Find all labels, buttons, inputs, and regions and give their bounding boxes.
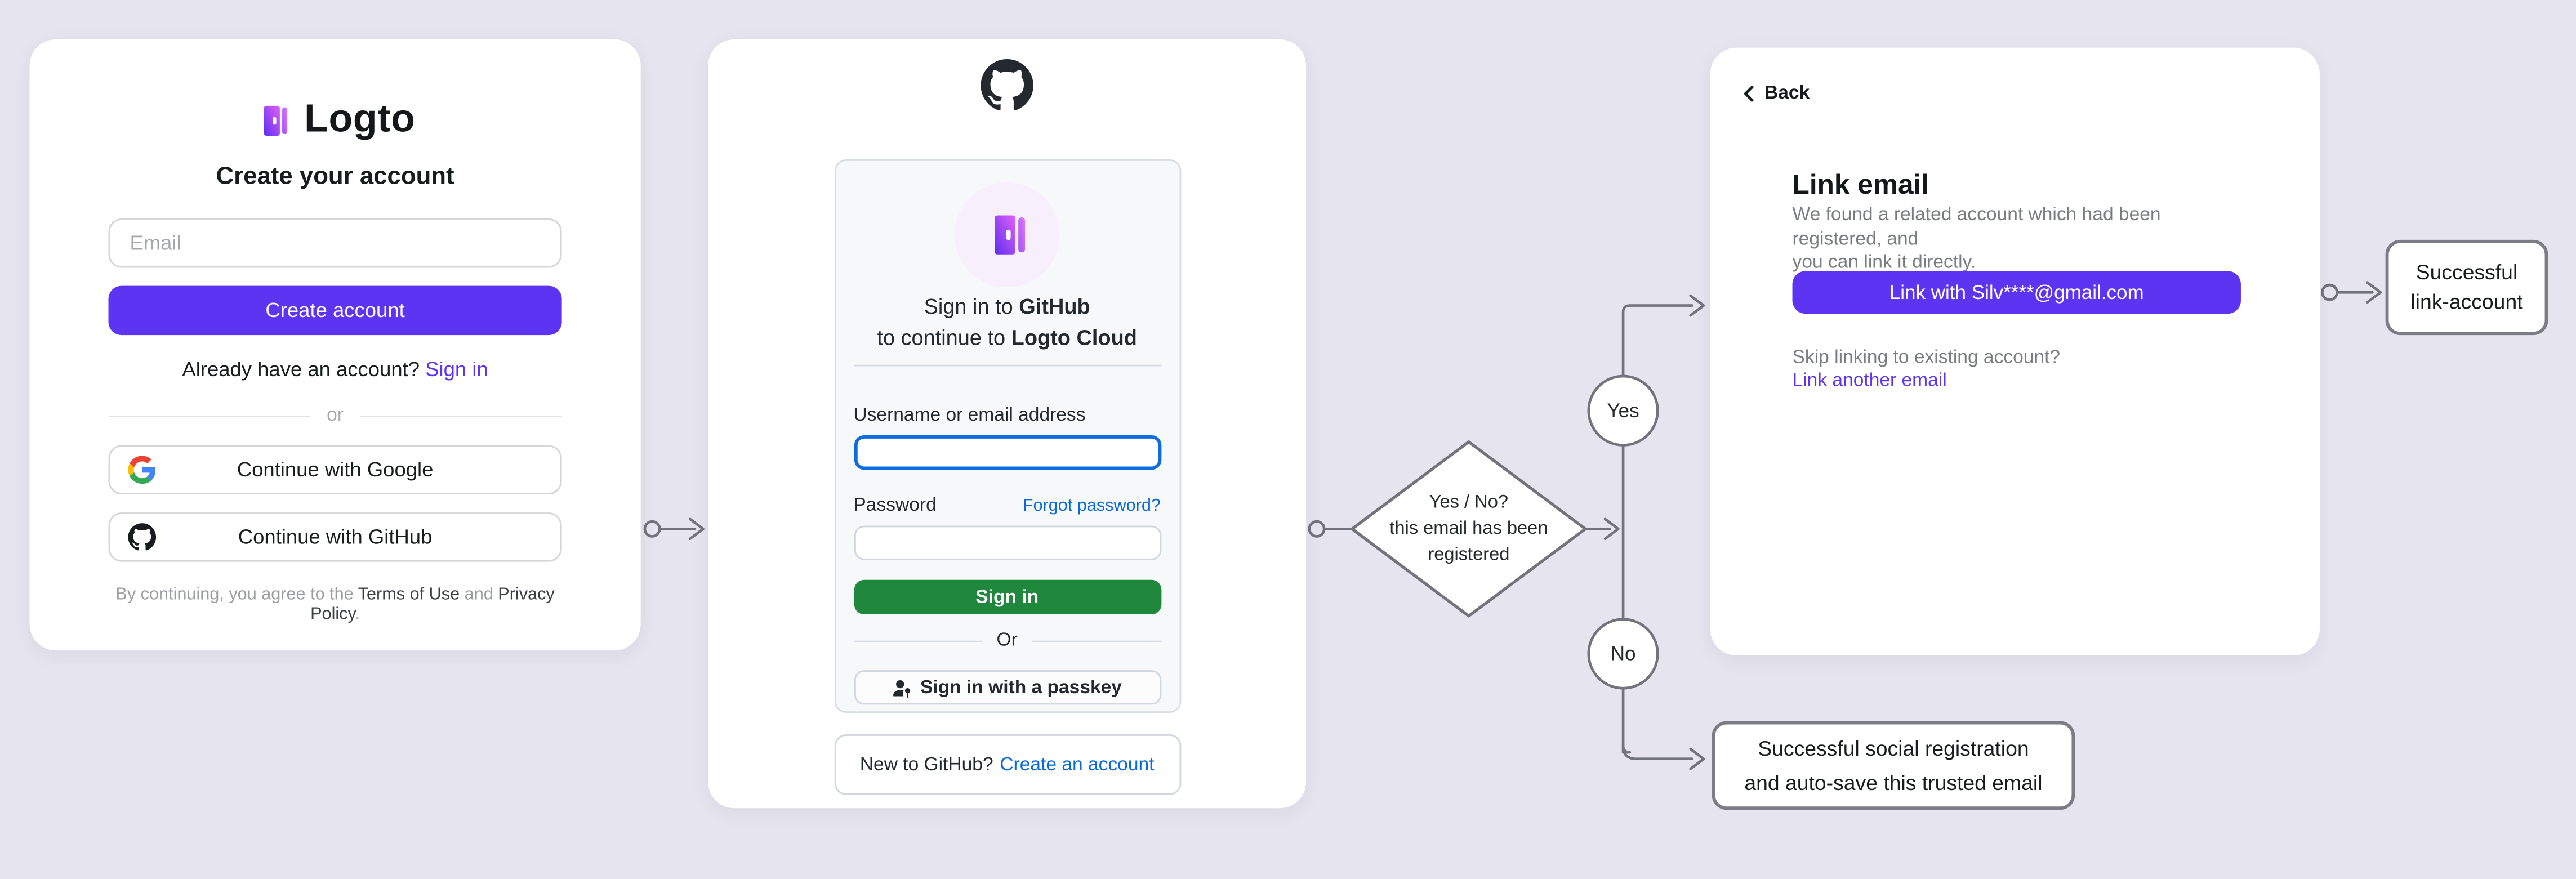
- skip-linking-prompt: Skip linking to existing account?: [1792, 348, 2061, 368]
- terms-of-use-link[interactable]: Terms of Use: [358, 584, 460, 605]
- no-node-label: No: [1610, 642, 1636, 666]
- link-email-card: Back Link email We found a related accou…: [1710, 47, 2320, 655]
- link-with-email-button[interactable]: Link with Silv****@gmail.com: [1792, 271, 2241, 314]
- continue-with-google-button[interactable]: Continue with Google: [108, 445, 562, 495]
- page-title: Create your account: [216, 162, 454, 191]
- connector-start-dot: [1308, 520, 1326, 538]
- logto-app-avatar: [954, 182, 1060, 288]
- logto-brand-name: Logto: [304, 97, 416, 141]
- successful-social-registration-box: Successful social registration and auto-…: [1712, 721, 2075, 810]
- successful-link-account-box: Successful link-account: [2385, 239, 2548, 336]
- panel-divider: [853, 364, 1161, 367]
- signin-link[interactable]: Sign in: [425, 358, 488, 381]
- connector-start-dot: [2320, 283, 2338, 301]
- create-an-account-link[interactable]: Create an account: [1000, 755, 1155, 775]
- back-button[interactable]: Back: [1741, 84, 1810, 104]
- github-signin-card: Sign in to GitHub to continue to Logto C…: [708, 39, 1307, 809]
- email-field[interactable]: [108, 218, 562, 268]
- yes-node-label: Yes: [1607, 399, 1639, 422]
- privacy-policy-link[interactable]: Privacy Policy: [310, 584, 555, 624]
- continue-with-github-button[interactable]: Continue with GitHub: [108, 512, 562, 562]
- passkey-signin-button[interactable]: Sign in with a passkey: [853, 670, 1161, 705]
- create-account-button[interactable]: Create account: [108, 285, 562, 336]
- username-label: Username or email address: [853, 405, 1086, 426]
- signin-prompt: Already have an account? Sign in: [182, 358, 488, 381]
- decision-diamond-label: Yes / No? this email has been registered: [1389, 493, 1548, 565]
- connector-start-dot: [643, 520, 661, 538]
- github-signin-panel: Sign in to GitHub to continue to Logto C…: [834, 159, 1180, 713]
- github-logo-icon: [981, 59, 1033, 111]
- logto-signup-card: Logto Create your account Create account…: [29, 39, 641, 651]
- password-input[interactable]: [853, 525, 1161, 560]
- logto-door-icon: [255, 101, 293, 139]
- new-to-github-panel: New to GitHub? Create an account: [834, 734, 1180, 795]
- username-input[interactable]: [853, 435, 1161, 470]
- new-to-github-prompt: New to GitHub?: [859, 755, 993, 775]
- logto-logo: Logto: [255, 97, 416, 141]
- github-signin-heading: Sign in to GitHub to continue to Logto C…: [877, 294, 1137, 349]
- terms-note: By continuing, you agree to the Terms of…: [115, 584, 555, 624]
- password-label: Password: [853, 496, 937, 516]
- github-or-divider: Or: [853, 631, 1161, 650]
- google-icon: [128, 456, 157, 484]
- forgot-password-link[interactable]: Forgot password?: [1022, 496, 1161, 516]
- link-another-email-link[interactable]: Link another email: [1792, 371, 1947, 391]
- chevron-left-icon: [1741, 86, 1756, 102]
- link-email-description: We found a related account which had bee…: [1792, 205, 2161, 273]
- or-divider: or: [108, 406, 562, 426]
- passkey-icon: [892, 677, 912, 698]
- github-signin-button[interactable]: Sign in: [853, 579, 1161, 614]
- logto-door-icon: [995, 215, 1026, 255]
- link-email-title: Link email: [1792, 169, 1929, 200]
- github-icon: [128, 523, 157, 551]
